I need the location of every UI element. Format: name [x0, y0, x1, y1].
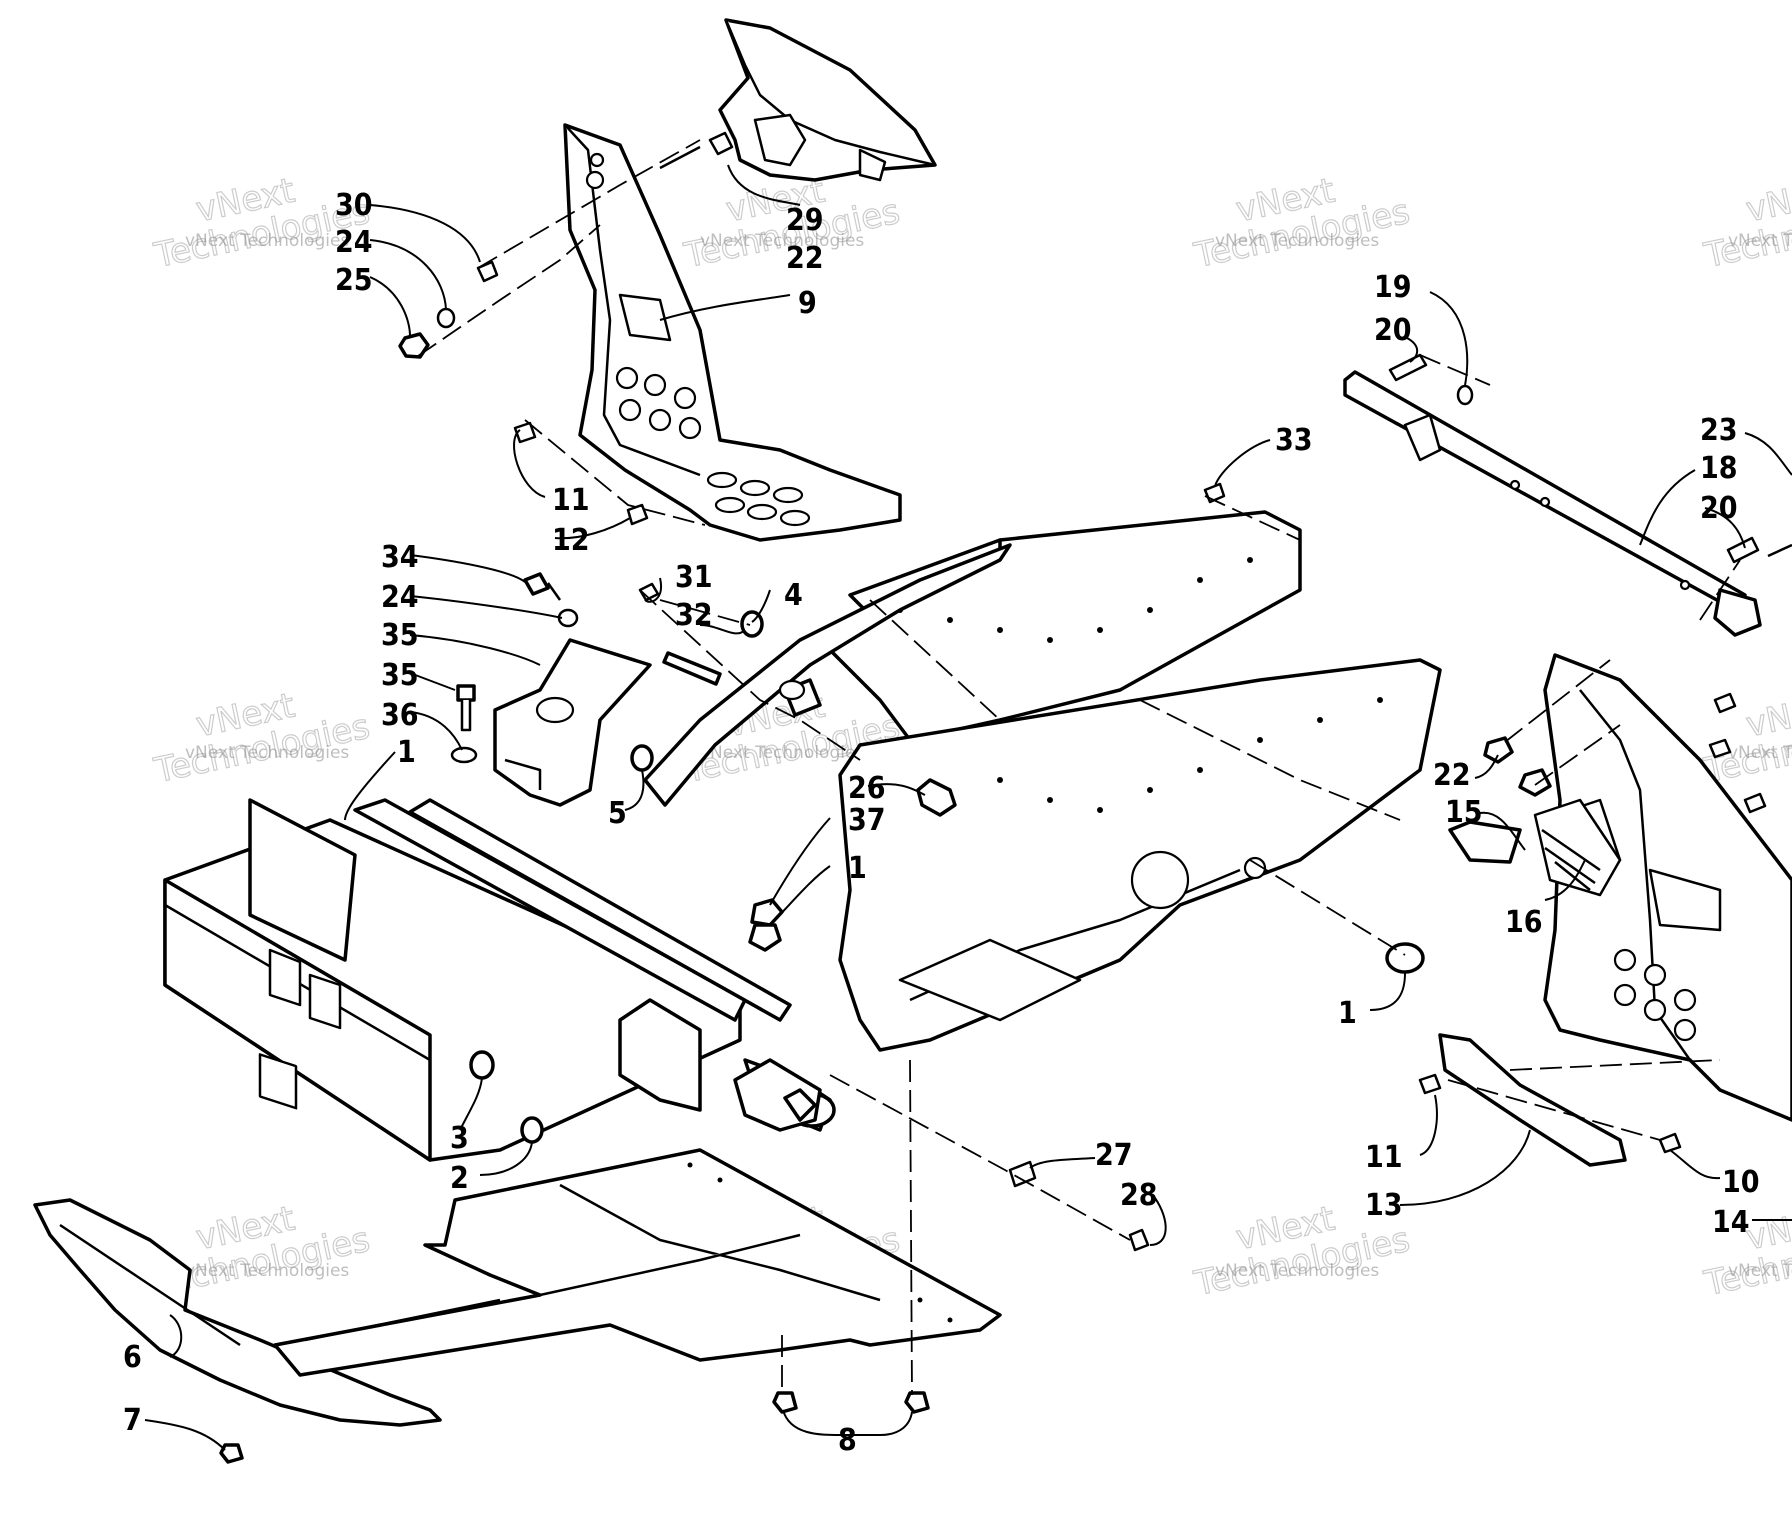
callout-36: 1 — [848, 851, 867, 886]
steering-cover — [718, 18, 937, 182]
callout-1: 1 — [397, 735, 416, 770]
watermark-text: vNext Technologies — [185, 743, 349, 763]
watermark-text: vNext Technologies — [1215, 231, 1379, 251]
callout-26: 30 — [335, 188, 373, 223]
explode-lines — [417, 139, 1741, 1396]
skid-plate — [273, 1148, 1002, 1377]
callout-14: 14 — [1712, 1205, 1750, 1240]
callout-22: 22 — [786, 241, 824, 276]
callout-9: 9 — [798, 286, 817, 321]
watermark-text: vNext Technologies — [700, 231, 864, 251]
callout-23: 24 — [381, 580, 419, 615]
callouts: 30 24 25 29 22 9 11 12 34 24 35 35 36 1 … — [123, 188, 1760, 1458]
callout-7: 7 — [123, 1403, 142, 1438]
tube-sleeve — [733, 1058, 822, 1132]
right-side-panel — [1438, 653, 1792, 1167]
callout-12: 12 — [552, 523, 590, 558]
callout-15: 15 — [1445, 795, 1483, 830]
callout-28: 28 — [1120, 1178, 1158, 1213]
watermark-text: vNext Technologies — [185, 1261, 349, 1281]
callout-32: 34 — [381, 540, 419, 575]
callout-18: 18 — [1700, 451, 1738, 486]
callout-31: 33 — [1275, 423, 1313, 458]
callout-21: 22 — [1433, 758, 1471, 793]
belly-pan — [33, 1198, 442, 1427]
callout-8: 8 — [838, 1423, 857, 1458]
callout-24: 25 — [335, 263, 373, 298]
upper-frame-rail — [643, 543, 1012, 807]
hardware — [219, 131, 1792, 1464]
callout-11: 11 — [552, 483, 590, 518]
callout-11: 11 — [1365, 1140, 1403, 1175]
callout-35: 37 — [848, 803, 886, 838]
callout-33: 35 — [381, 618, 419, 653]
callout-13: 13 — [1365, 1188, 1403, 1223]
callout-16: 16 — [1505, 905, 1543, 940]
callout-37: 1 — [1338, 996, 1357, 1031]
callout-24: 26 — [848, 771, 886, 806]
steering-support — [563, 123, 902, 542]
watermark: vNext Technologies — [1190, 170, 1414, 277]
front-frame-box — [163, 798, 742, 1162]
watermark: vNext Technologies — [150, 685, 374, 792]
callout-10: 10 — [1722, 1165, 1760, 1200]
watermark-text: vNext Technologies — [700, 743, 864, 763]
callout-23: 24 — [335, 225, 373, 260]
callout-20: 20 — [1700, 491, 1738, 526]
callout-35: 36 — [381, 698, 419, 733]
tunnel-frame — [828, 510, 1442, 1052]
mesh-panel — [1533, 798, 1622, 897]
callout-20: 20 — [1374, 313, 1412, 348]
callout-4: 4 — [784, 578, 803, 613]
callout-3: 3 — [450, 1121, 469, 1156]
callout-30: 32 — [675, 598, 713, 633]
cross-bar — [1343, 370, 1762, 637]
callout-2: 2 — [450, 1161, 469, 1196]
callout-19: 19 — [1374, 270, 1412, 305]
watermark: vNext Technologies — [1700, 1198, 1792, 1305]
steering-bracket — [493, 638, 652, 807]
leader-lines — [144, 164, 1792, 1451]
callout-29: 31 — [675, 560, 713, 595]
watermark-text: vNext Technologies — [1728, 1261, 1792, 1281]
callout-22: 23 — [1700, 413, 1738, 448]
parts — [33, 18, 1792, 1464]
watermark-text: vNext Technologies — [1728, 231, 1792, 251]
watermark: vNext Technologies — [1700, 170, 1792, 277]
watermark-text: vNext Technologies — [1728, 743, 1792, 763]
callout-6: 6 — [123, 1340, 142, 1375]
callout-34: 35 — [381, 658, 419, 693]
callout-27: 27 — [1095, 1138, 1133, 1173]
watermark-text: vNext Technologies — [185, 231, 349, 251]
watermark-text: vNext Technologies — [1215, 1261, 1379, 1281]
callout-25: 29 — [786, 203, 824, 238]
callout-5: 5 — [608, 796, 627, 831]
